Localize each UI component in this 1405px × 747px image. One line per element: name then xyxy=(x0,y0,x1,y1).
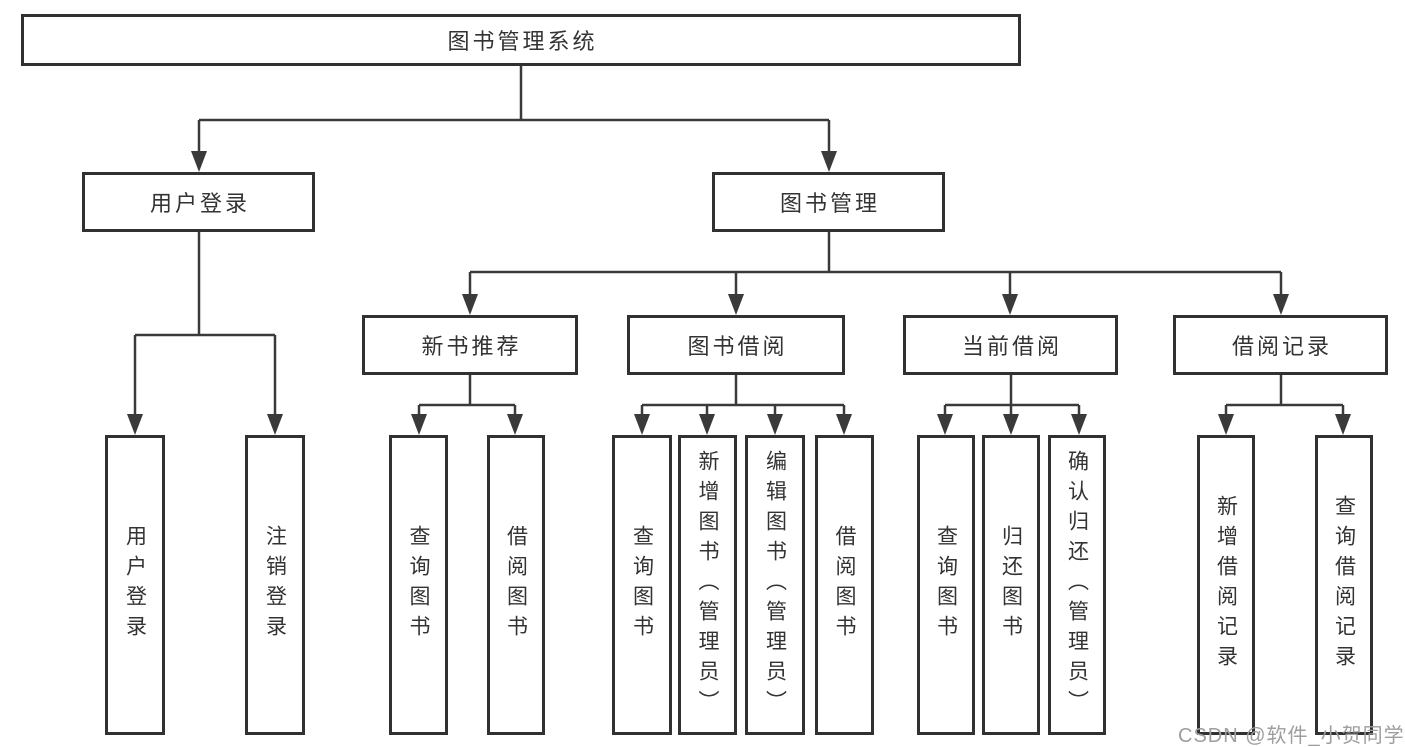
node-borrowing-records: 借阅记录 xyxy=(1173,315,1388,375)
node-leaf-logout: 注销登录 xyxy=(245,435,305,735)
node-leaf-borrow-books-recommend: 借阅图书 xyxy=(487,435,545,735)
arrowheads xyxy=(127,151,1351,435)
node-leaf-user-login: 用户登录 xyxy=(105,435,165,735)
node-leaf-query-books-current: 查询图书 xyxy=(917,435,975,735)
node-current-borrowing: 当前借阅 xyxy=(903,315,1118,375)
node-book-management: 图书管理 xyxy=(712,172,945,232)
node-leaf-edit-book-admin: 编辑图书（管理员） xyxy=(745,435,805,735)
node-leaf-query-borrow-record: 查询借阅记录 xyxy=(1315,435,1373,735)
node-leaf-query-books-recommend: 查询图书 xyxy=(389,435,448,735)
node-book-borrowing: 图书借阅 xyxy=(627,315,845,375)
node-library-management-system: 图书管理系统 xyxy=(21,14,1021,66)
node-user-login: 用户登录 xyxy=(82,172,315,232)
node-new-book-recommendation: 新书推荐 xyxy=(362,315,578,375)
node-leaf-borrow-books-borrowing: 借阅图书 xyxy=(815,435,874,735)
node-leaf-add-book-admin: 新增图书（管理员） xyxy=(678,435,737,735)
csdn-watermark: CSDN @软件_小贺同学 xyxy=(1178,725,1405,747)
node-leaf-return-books: 归还图书 xyxy=(982,435,1040,735)
node-leaf-add-borrow-record: 新增借阅记录 xyxy=(1197,435,1255,735)
node-leaf-query-books-borrowing: 查询图书 xyxy=(612,435,672,735)
node-leaf-confirm-return-admin: 确认归还（管理员） xyxy=(1048,435,1106,735)
